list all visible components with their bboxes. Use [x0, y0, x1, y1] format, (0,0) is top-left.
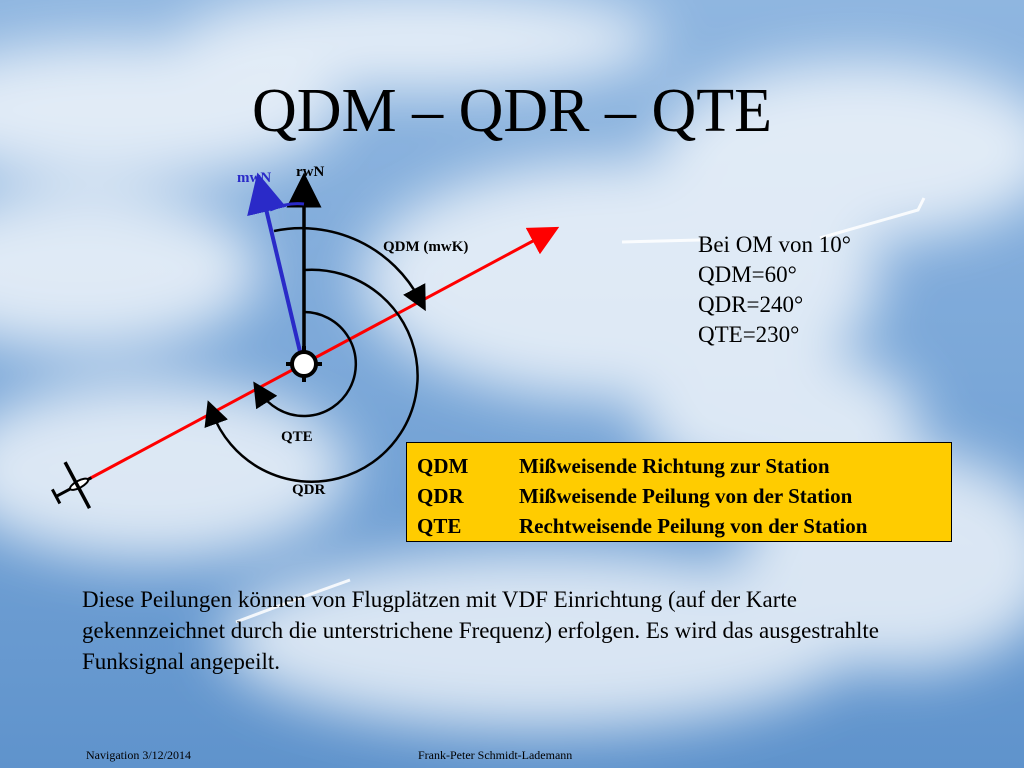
definition-row: QDR Mißweisende Peilung von der Station	[417, 481, 951, 511]
variation-arc	[269, 202, 305, 212]
info-line-qdm: QDM=60°	[698, 262, 797, 287]
definition-abbr: QTE	[417, 514, 462, 538]
info-line-om: Bei OM von 10°	[698, 232, 851, 257]
qdr-arc	[204, 268, 419, 483]
info-line-qte: QTE=230°	[698, 322, 800, 347]
footer-author: Frank-Peter Schmidt-Lademann	[418, 748, 573, 762]
definition-text: Mißweisende Richtung zur Station	[519, 454, 830, 478]
mwn-label: mwN	[237, 170, 271, 186]
slide-title: QDM – QDR – QTE	[251, 77, 773, 145]
qdm-label: QDM (mwK)	[383, 239, 468, 255]
magnetic-north-line	[247, 172, 304, 361]
description-paragraph: Diese Peilungen können von Flugplätzen m…	[82, 587, 880, 674]
definition-abbr: QDM	[417, 454, 469, 478]
definitions-box: QDM Mißweisende Richtung zur Station QDR…	[406, 442, 952, 542]
rwn-label: rwN	[296, 164, 324, 180]
qdm-arc	[273, 226, 426, 312]
bearing-values: Bei OM von 10° QDM=60° QDR=240° QTE=230°	[698, 230, 851, 350]
definition-row: QDM Mißweisende Richtung zur Station	[417, 451, 951, 481]
qte-label: QTE	[281, 429, 313, 445]
definition-row: QTE Rechtweisende Peilung von der Statio…	[417, 511, 951, 541]
definition-text: Rechtweisende Peilung von der Station	[519, 514, 868, 538]
footer-navigation-date: Navigation 3/12/2014	[86, 748, 191, 762]
info-line-qdr: QDR=240°	[698, 292, 804, 317]
qdr-label: QDR	[292, 482, 326, 498]
qte-arc	[253, 310, 358, 418]
definition-text: Mißweisende Peilung von der Station	[519, 484, 853, 508]
definition-abbr: QDR	[417, 484, 464, 508]
station-symbol	[286, 346, 322, 382]
aircraft-icon	[51, 461, 93, 509]
